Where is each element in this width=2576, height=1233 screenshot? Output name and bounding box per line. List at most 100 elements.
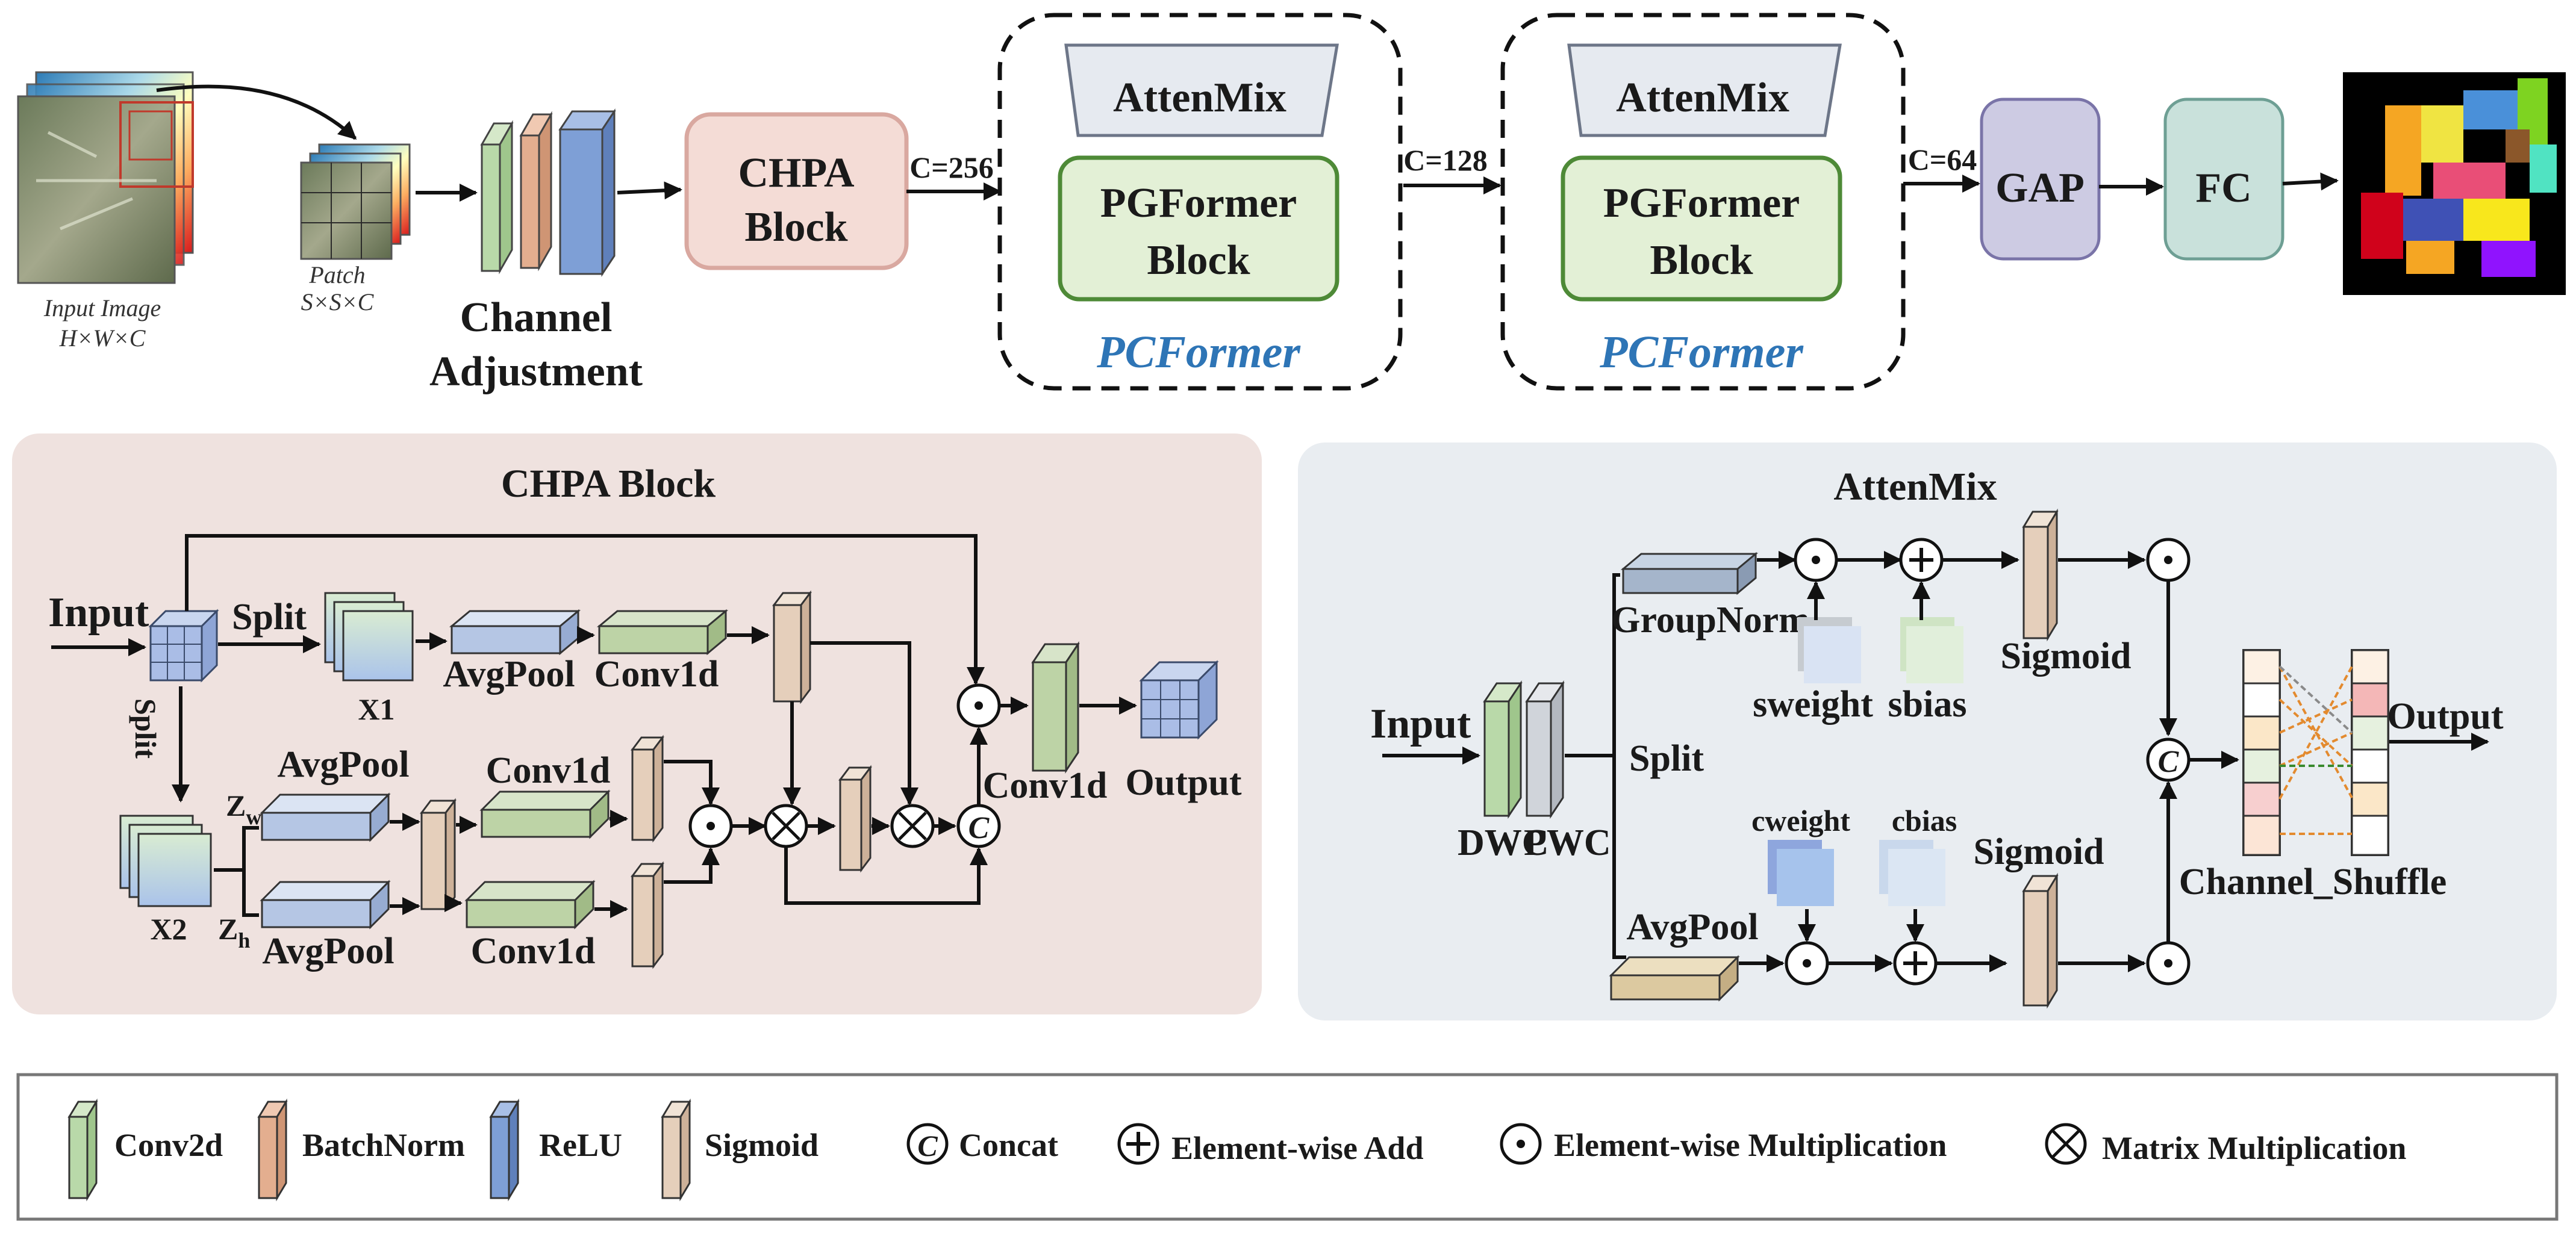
attenmix-sigmoid-top-label: Sigmoid <box>2000 636 2131 677</box>
channel-adjust-label-1: Channel <box>460 294 613 341</box>
attenmix-1-label: AttenMix <box>1113 75 1286 121</box>
patch-dims: S×S×C <box>301 288 375 315</box>
legend-batchnorm-swatch <box>257 1098 288 1202</box>
attenmix-add-top <box>1899 538 1944 582</box>
attenmix-pwc-label: PWC <box>1524 822 1611 863</box>
chpa-avgpool-h-slab <box>260 880 391 930</box>
pgformer-2-line2: Block <box>1650 237 1753 284</box>
attenmix-pwc-layer <box>1525 680 1565 819</box>
chpa-conv1d-out <box>1031 641 1080 774</box>
chpa-split-v-label: Split <box>129 698 163 759</box>
input-image-label: Input Image <box>43 294 161 321</box>
attenmix-channel-shuffle-label: Channel_Shuffle <box>2179 862 2447 902</box>
chpa-avgpool-top-label: AvgPool <box>443 654 575 695</box>
pgformer-1-line1: PGFormer <box>1100 180 1297 226</box>
attenmix-input-label: Input <box>1370 701 1471 747</box>
chpa-x2-stack <box>119 815 212 907</box>
chpa-conv1d-top-slab <box>596 609 729 656</box>
chpa-output-cube <box>1139 660 1219 740</box>
attenmix-mult-right-bottom <box>2146 941 2191 986</box>
pgformer-1-line2: Block <box>1147 237 1250 284</box>
chpa-conv1d-w-slab <box>479 789 611 839</box>
chpa-x2-label: X2 <box>150 912 187 946</box>
chpa-zh-branch <box>242 870 259 917</box>
attenmix-mult-right-top <box>2146 538 2191 582</box>
chpa-conv1d-top-label: Conv1d <box>594 654 719 695</box>
chpa-split-h-label: Split <box>232 597 307 638</box>
pcformer-2-frame <box>1500 13 1906 391</box>
attenmix-groupnorm-slab <box>1620 551 1759 595</box>
attenmix-sigmoid-bottom-label: Sigmoid <box>1973 831 2104 872</box>
c256-label: C=256 <box>909 151 994 184</box>
gap-block <box>1980 98 2101 261</box>
attenmix-panel-title: AttenMix <box>1833 465 1997 509</box>
chpa-sigmoid-mid2 <box>838 765 872 873</box>
chpa-skip-connection <box>185 534 985 685</box>
attenmix-sweight-label: sweight <box>1753 684 1873 725</box>
legend-add-label: Element-wise Add <box>1171 1130 1424 1166</box>
legend-relu-label: ReLU <box>539 1127 622 1163</box>
chpa-block-top-line1: CHPA <box>738 150 855 196</box>
legend-conv2d-label: Conv2d <box>114 1127 223 1163</box>
legend-concat-icon: C <box>906 1123 949 1165</box>
attenmix-cbias-label: cbias <box>1892 804 1957 837</box>
fc-block <box>2163 98 2284 261</box>
attenmix-sweight-square <box>1804 626 1861 683</box>
input-image-dims: H×W×C <box>59 325 146 352</box>
chpa-conv1d-w-label: Conv1d <box>486 750 611 791</box>
pcformer-1-name: PCFormer <box>1096 327 1301 377</box>
chpa-input-cube <box>148 609 219 683</box>
input-image-cube <box>17 71 194 284</box>
chpa-avgpool-h-label: AvgPool <box>262 931 394 972</box>
chpa-input-label: Input <box>48 589 149 636</box>
legend-sigmoid-swatch <box>661 1098 691 1202</box>
attenmix-output-label: Output <box>2387 696 2504 737</box>
chpa-zw-branch <box>214 826 259 872</box>
attenmix-channel-shuffle <box>2242 649 2389 856</box>
chpa-panel-title: CHPA Block <box>501 462 716 506</box>
chpa-sigmoid-h <box>631 861 664 969</box>
chpa-matmul-2 <box>890 804 935 848</box>
chpa-concat: C <box>956 804 1001 848</box>
pgformer-2-block <box>1561 155 1842 302</box>
legend-conv2d-swatch <box>67 1098 98 1202</box>
chpa-matmul-1 <box>764 804 808 848</box>
legend-batchnorm-label: BatchNorm <box>302 1127 465 1163</box>
chpa-sigmoid-middle <box>420 798 457 912</box>
c128-label: C=128 <box>1403 143 1488 177</box>
attenmix-concat: C <box>2146 738 2191 782</box>
attenmix-groupnorm-label: GroupNorm <box>1611 600 1810 641</box>
chpa-output-label: Output <box>1126 762 1242 803</box>
legend-concat-label: Concat <box>959 1127 1058 1163</box>
gap-label: GAP <box>1995 165 2085 211</box>
legend-mult-icon <box>1500 1123 1542 1165</box>
legend-relu-swatch <box>489 1098 520 1202</box>
pcformer-1-frame <box>997 13 1403 391</box>
chpa-conv1d-h-slab <box>464 880 596 930</box>
attenmix-cbias-square <box>1888 849 1945 906</box>
patch-label: Patch <box>308 261 365 288</box>
attenmix-avgpool-slab <box>1609 955 1740 1002</box>
patch-extract-arrow <box>156 84 357 140</box>
legend-mult-label: Element-wise Multiplication <box>1554 1127 1947 1163</box>
legend-matmul-icon <box>2045 1123 2087 1165</box>
attenmix-split-down <box>1612 756 1626 959</box>
chpa-block-top-line2: Block <box>744 204 847 250</box>
attenmix-cweight-square <box>1777 849 1834 906</box>
svg-text:C: C <box>968 811 990 845</box>
attenmix-2-label: AttenMix <box>1616 75 1789 121</box>
attenmix-avgpool-label: AvgPool <box>1626 907 1758 948</box>
legend-sigmoid-label: Sigmoid <box>705 1127 819 1163</box>
attenmix-sbias-label: sbias <box>1888 684 1967 725</box>
pcformer-2-name: PCFormer <box>1599 327 1804 377</box>
chpa-avgpool-w-label: AvgPool <box>277 744 409 785</box>
attenmix-dwc-layer <box>1483 680 1523 819</box>
attenmix-mult-top <box>1794 538 1838 582</box>
legend-box <box>16 1073 2559 1221</box>
attenmix-sigmoid-top <box>2022 508 2059 642</box>
attenmix-dwc-label: DWC <box>1458 822 1549 863</box>
arrow-adjust-to-chpa <box>617 181 682 200</box>
svg-text:C: C <box>917 1129 938 1163</box>
chpa-arrow-sig-matmul2 <box>810 641 918 806</box>
attenmix-add-bottom <box>1893 941 1938 986</box>
